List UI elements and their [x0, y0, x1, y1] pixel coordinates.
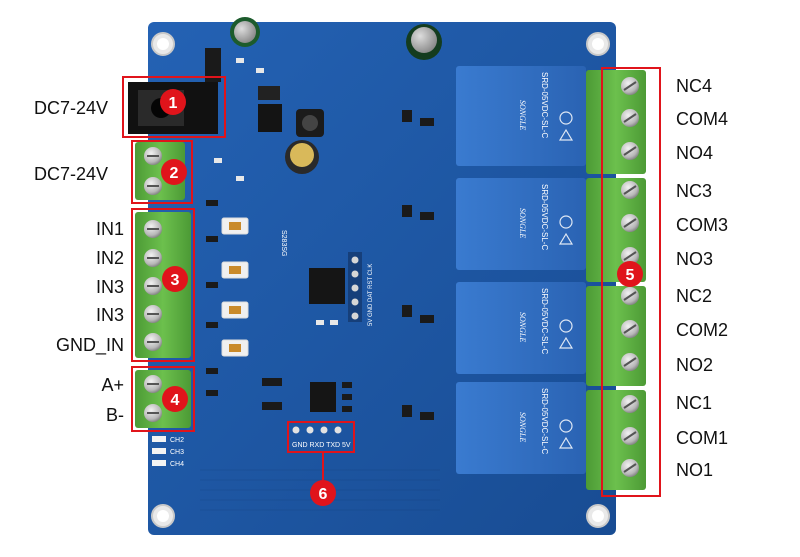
label-nc1: NC1	[676, 393, 713, 413]
highlight-boxes	[122, 67, 661, 497]
callout-5: 5	[617, 261, 643, 287]
label-in2: IN2	[95, 248, 124, 268]
svg-text:3: 3	[171, 272, 180, 289]
label-com3: COM3	[676, 215, 729, 235]
svg-text:SRD-05VDC-SL-C: SRD-05VDC-SL-C	[540, 184, 549, 250]
label-a-plus: A+	[101, 375, 124, 395]
prog-header	[348, 252, 362, 322]
svg-text:SONGLE: SONGLE	[518, 208, 527, 238]
svg-text:1: 1	[169, 95, 178, 112]
label-com4: COM4	[676, 109, 729, 129]
label-com2: COM2	[676, 320, 729, 340]
label-no3: NO3	[676, 249, 714, 269]
callout-4: 4	[162, 386, 188, 412]
svg-text:SRD-05VDC-SL-C: SRD-05VDC-SL-C	[540, 288, 549, 354]
svg-text:SONGLE: SONGLE	[518, 100, 527, 130]
serial-header-highlight	[287, 421, 355, 453]
label-no4: NO4	[676, 143, 714, 163]
label-dc-jack: DC7-24V	[34, 98, 109, 118]
svg-text:SRD-05VDC-SL-C: SRD-05VDC-SL-C	[540, 72, 549, 138]
led-label-ch2: CH2	[170, 437, 184, 444]
electrolytic-capacitors	[230, 17, 442, 174]
smd-components	[206, 110, 434, 420]
callout-1: 1	[160, 89, 186, 115]
label-com1: COM1	[676, 428, 729, 448]
svg-text:2: 2	[170, 165, 179, 182]
prog-header-label: 5V GND DAT RST CLK	[368, 264, 374, 326]
svg-text:5: 5	[626, 267, 635, 284]
relay-4: SRD-05VDC-SL-C SONGLE	[456, 66, 586, 166]
dc-terminal-block	[135, 142, 185, 200]
relay-2: SRD-05VDC-SL-C SONGLE	[456, 282, 586, 374]
label-gnd-in: GND_IN	[55, 335, 124, 355]
svg-text:SONGLE: SONGLE	[518, 412, 527, 442]
label-in3b: IN3	[95, 305, 124, 325]
integrated-circuits	[258, 86, 345, 412]
callout-3: 3	[162, 266, 188, 292]
chip-label: S283SG	[280, 230, 287, 256]
label-in1: IN1	[95, 219, 124, 239]
serial-header-pins	[292, 426, 342, 434]
svg-text:4: 4	[171, 392, 180, 409]
callout-6: 6	[310, 480, 336, 506]
relays: SRD-05VDC-SL-C SONGLE SRD-05VDC-SL-C SON…	[456, 66, 586, 474]
label-no1: NO1	[676, 460, 714, 480]
led-label-ch3: CH3	[170, 449, 184, 456]
relay-3: SRD-05VDC-SL-C SONGLE	[456, 178, 586, 270]
label-dc-terminal: DC7-24V	[34, 164, 109, 184]
status-leds	[152, 436, 166, 466]
serial-header-label: GND RXD TXD 5V	[292, 442, 351, 449]
mounting-holes	[151, 32, 610, 528]
label-b-minus: B-	[106, 405, 124, 425]
svg-text:SONGLE: SONGLE	[518, 312, 527, 342]
relay-1: SRD-05VDC-SL-C SONGLE	[456, 382, 586, 474]
label-nc2: NC2	[676, 286, 713, 306]
callout-2: 2	[161, 159, 187, 185]
label-nc4: NC4	[676, 76, 713, 96]
input-terminal-block	[135, 212, 191, 358]
led-label-ch4: CH4	[170, 461, 184, 468]
svg-text:6: 6	[319, 486, 328, 503]
label-no2: NO2	[676, 355, 714, 375]
svg-text:SRD-05VDC-SL-C: SRD-05VDC-SL-C	[540, 388, 549, 454]
label-in3a: IN3	[95, 277, 124, 297]
label-nc3: NC3	[676, 181, 713, 201]
callout-badges: 1 2 3 4 5 6	[160, 89, 643, 506]
optocouplers	[221, 217, 249, 357]
